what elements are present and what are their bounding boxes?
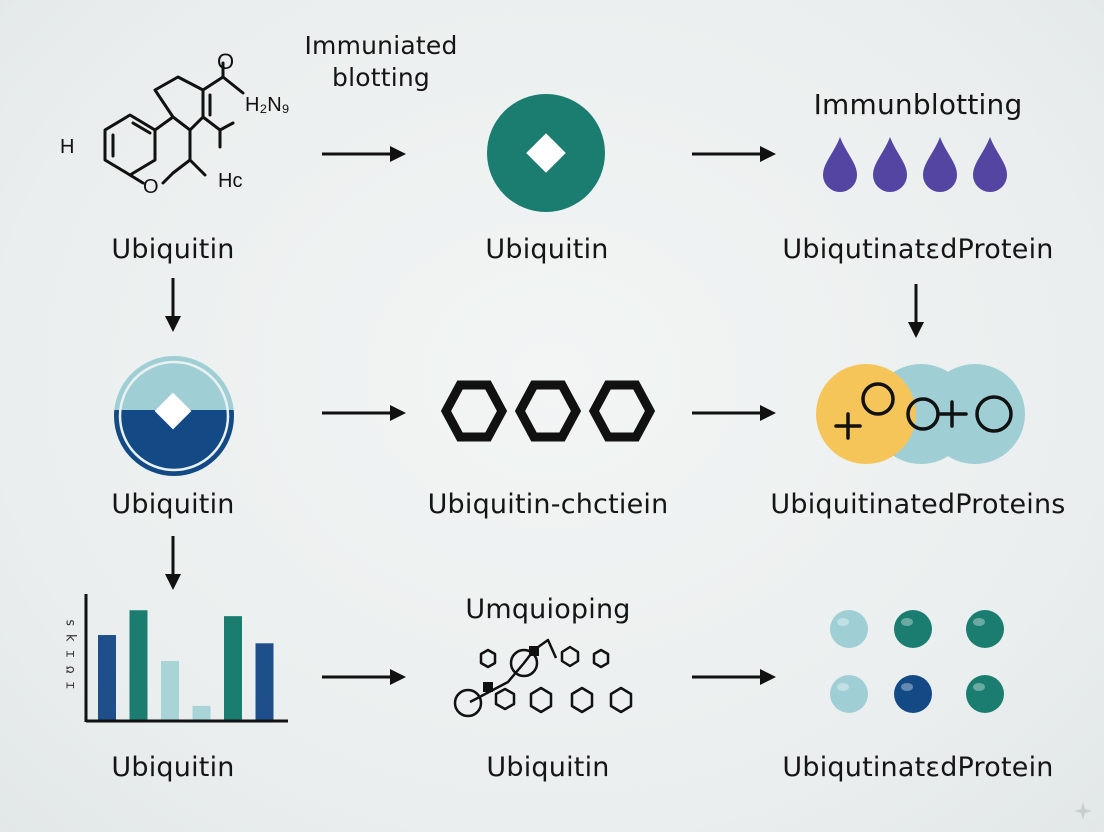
- label-ubiquitin: Ubiquitin: [485, 234, 609, 265]
- label-ubiquitin: Ubiquitin: [111, 752, 235, 783]
- label-ubiquitin-chain: Ubiquitin-chctiein: [427, 489, 669, 520]
- label-umquioping: Umquioping: [465, 594, 631, 625]
- protein-dot-highlight: [837, 618, 849, 626]
- molecule-atom-h: H: [60, 136, 74, 158]
- label-ubiquitinated-protein: UbiqutinatɛdProtein: [782, 752, 1054, 783]
- protein-dot: [830, 610, 868, 648]
- drop-icon: [873, 137, 907, 192]
- arrow-right: [690, 144, 780, 164]
- hexagon-small: [592, 648, 610, 669]
- hexagon-small: [494, 687, 516, 711]
- ubiquitin-split-circle: [112, 354, 236, 478]
- hexagon-small: [479, 648, 497, 669]
- molecule-group-h2n: H₂N₉: [245, 94, 290, 116]
- hexagon-small: [609, 686, 633, 714]
- hexagon-chain: [438, 378, 660, 444]
- diamond-shape: [154, 392, 192, 430]
- protein-dots-grid: [828, 608, 1008, 718]
- protein-dot: [894, 610, 932, 648]
- bar-3: [192, 705, 211, 720]
- bar-2: [161, 661, 179, 720]
- bar-5: [255, 643, 274, 720]
- label-ubiquitin: Ubiquitin: [111, 234, 235, 265]
- sparkle-icon: [1074, 802, 1092, 820]
- protein-dot: [966, 610, 1004, 648]
- bar-1: [129, 610, 148, 720]
- arrow-right: [320, 403, 410, 423]
- molecule-benzene-ring: [103, 113, 157, 177]
- protein-dot: [966, 675, 1004, 713]
- hexagon-shape: [514, 380, 582, 442]
- label-ubiquitinated-proteins: UbiquitinatedProteins: [770, 489, 1066, 520]
- ubiquitin-teal-circle: [485, 92, 607, 214]
- arrow-right: [320, 667, 410, 687]
- hexagon-small: [529, 686, 553, 714]
- molecule-svg: O H₂N₉ H O Hс: [60, 49, 290, 198]
- arrow-right: [690, 667, 780, 687]
- protein-dot: [830, 675, 868, 713]
- bar-0: [98, 635, 116, 720]
- ubiquitinated-protein-blobs: [808, 362, 1033, 467]
- arrow-down: [163, 534, 183, 594]
- drop-icon: [923, 137, 957, 192]
- hexagon-small: [560, 645, 580, 668]
- drop-icon: [823, 137, 857, 192]
- protein-dot-highlight: [973, 683, 985, 691]
- hexagon-shape: [440, 380, 508, 442]
- protein-dot-highlight: [901, 683, 913, 691]
- label-immuniated-blotting: Immuniated blotting: [304, 30, 457, 94]
- arrow-right: [320, 144, 410, 164]
- diamond-shape: [526, 133, 566, 173]
- bar-chart-svg: ɪ ʊ ɪ ʞ s: [63, 594, 288, 723]
- protein-dot: [894, 675, 932, 713]
- hexagon-shape: [588, 380, 656, 442]
- label-ubiquitin: Ubiquitin: [486, 752, 610, 783]
- label-immuniated-line: Immuniated: [304, 31, 458, 60]
- protein-dot-highlight: [973, 618, 985, 626]
- label-ubiquitin: Ubiquitin: [111, 489, 235, 520]
- drop-icon: [973, 137, 1007, 192]
- molecule-atom-o-ring: O: [143, 176, 159, 198]
- purple-drops: [818, 135, 1018, 197]
- molecule-atom-o: O: [217, 49, 234, 74]
- dots-grid-svg: [830, 610, 1004, 713]
- protein-dot-highlight: [837, 683, 849, 691]
- molecule-group-hc: Hс: [218, 170, 242, 192]
- arrow-down: [906, 282, 926, 342]
- label-immunoblotting: Immunblotting: [813, 88, 1023, 121]
- label-blotting-line: blotting: [332, 63, 430, 92]
- label-ubiquitinated-protein: UbiqutinatɛdProtein: [782, 234, 1054, 265]
- bar-chart: ɪ ʊ ɪ ʞ s: [58, 590, 294, 730]
- molecule-pyran-ring: [153, 115, 192, 175]
- ubiquitin-network: [448, 630, 648, 725]
- protein-dot-highlight: [901, 618, 913, 626]
- molecule-upper-ring: [153, 75, 205, 132]
- molecule-structure: O H₂N₉ H O Hс: [55, 45, 315, 215]
- hexagon-small: [570, 686, 594, 714]
- bar-4: [224, 616, 242, 720]
- arrow-down: [163, 276, 183, 336]
- arrow-right: [690, 403, 780, 423]
- bar-chart-axis-label: ɪ ʊ ɪ ʞ s: [63, 619, 78, 689]
